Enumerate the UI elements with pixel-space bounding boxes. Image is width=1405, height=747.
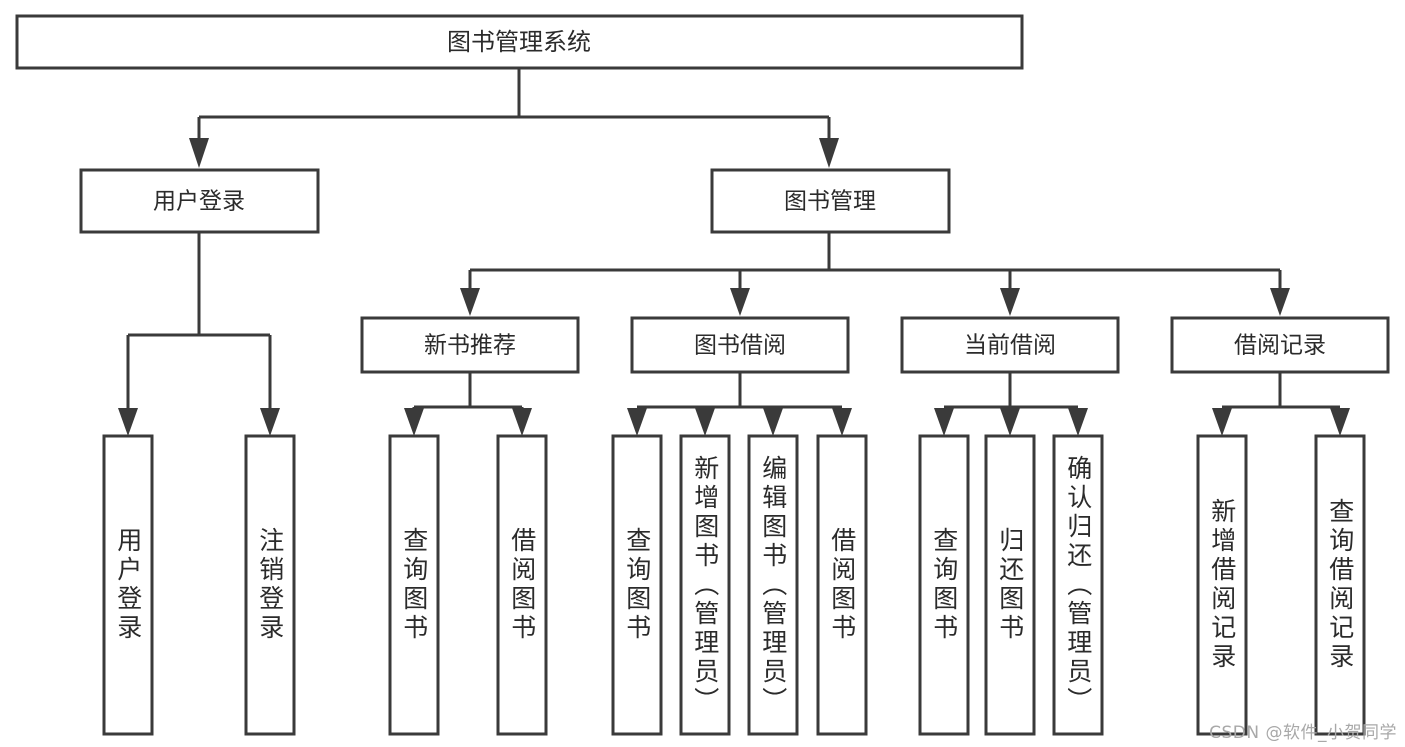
- leaf-box-query-record[interactable]: [1314, 434, 1366, 736]
- node-new-book-recommend-label: 新书推荐: [424, 333, 516, 359]
- node-borrow-record-label: 借阅记录: [1234, 333, 1326, 359]
- arrow-head-new-book: [460, 288, 480, 316]
- leaf-box-query-book-2[interactable]: [611, 434, 663, 736]
- leaf-box-borrow-book-1[interactable]: [496, 434, 548, 736]
- node-book-management-label: 图书管理: [784, 189, 876, 215]
- node-root-book-management-system[interactable]: [15, 14, 1024, 70]
- arrow-head-leaf-borrow-book-1: [512, 408, 532, 436]
- connector-root-to-level2: [189, 68, 839, 168]
- node-new-book-recommend[interactable]: [360, 316, 580, 374]
- leaf-box-return-book[interactable]: [984, 434, 1036, 736]
- connector-book-manage-to-level3: [460, 232, 1290, 316]
- connector-current-borrow-to-leaves: [934, 372, 1088, 436]
- arrow-head-leaf-query-book-2: [627, 408, 647, 436]
- arrow-head-leaf-user-login: [118, 408, 138, 436]
- leaf-box-logout[interactable]: [244, 434, 296, 736]
- arrow-head-current-borrow: [1000, 288, 1020, 316]
- arrow-head-leaf-add-record: [1212, 408, 1232, 436]
- arrow-head-leaf-confirm-return: [1068, 408, 1088, 436]
- connector-book-borrow-to-leaves: [627, 372, 852, 436]
- arrow-head-leaf-query-book-1: [404, 408, 424, 436]
- node-borrow-record[interactable]: [1170, 316, 1390, 374]
- leaf-box-user-login[interactable]: [102, 434, 154, 736]
- node-root-label: 图书管理系统: [447, 28, 591, 56]
- node-current-borrow[interactable]: [900, 316, 1120, 374]
- node-book-borrow-label: 图书借阅: [694, 333, 786, 359]
- arrow-head-leaf-edit-book: [763, 408, 783, 436]
- node-book-borrow[interactable]: [630, 316, 850, 374]
- arrow-head-book-manage: [819, 138, 839, 168]
- leaf-box-query-book-3[interactable]: [918, 434, 970, 736]
- arrow-head-leaf-query-book-3: [934, 408, 954, 436]
- connector-new-book-to-leaves: [404, 372, 532, 436]
- node-book-management[interactable]: [710, 168, 951, 234]
- leaf-box-edit-book[interactable]: [747, 434, 799, 736]
- arrow-head-leaf-return-book: [1000, 408, 1020, 436]
- arrow-head-borrow-record: [1270, 288, 1290, 316]
- leaf-box-confirm-return[interactable]: [1052, 434, 1104, 736]
- leaf-box-query-book-1[interactable]: [388, 434, 440, 736]
- arrow-head-leaf-add-book: [695, 408, 715, 436]
- node-user-login-label: 用户登录: [153, 189, 245, 215]
- leaf-box-add-record[interactable]: [1196, 434, 1248, 736]
- node-user-login[interactable]: [79, 168, 320, 234]
- arrow-head-user-login: [189, 138, 209, 168]
- leaf-box-borrow-book-2[interactable]: [816, 434, 868, 736]
- connector-user-login-to-leaves: [118, 232, 280, 436]
- connector-borrow-record-to-leaves: [1212, 372, 1350, 436]
- arrow-head-leaf-query-record: [1330, 408, 1350, 436]
- node-current-borrow-label: 当前借阅: [964, 333, 1056, 359]
- watermark-text: CSDN @软件_小贺同学: [1209, 723, 1397, 743]
- arrow-head-leaf-borrow-book-2: [832, 408, 852, 436]
- arrow-head-leaf-logout: [260, 408, 280, 436]
- leaf-box-add-book[interactable]: [679, 434, 731, 736]
- arrow-head-book-borrow: [730, 288, 750, 316]
